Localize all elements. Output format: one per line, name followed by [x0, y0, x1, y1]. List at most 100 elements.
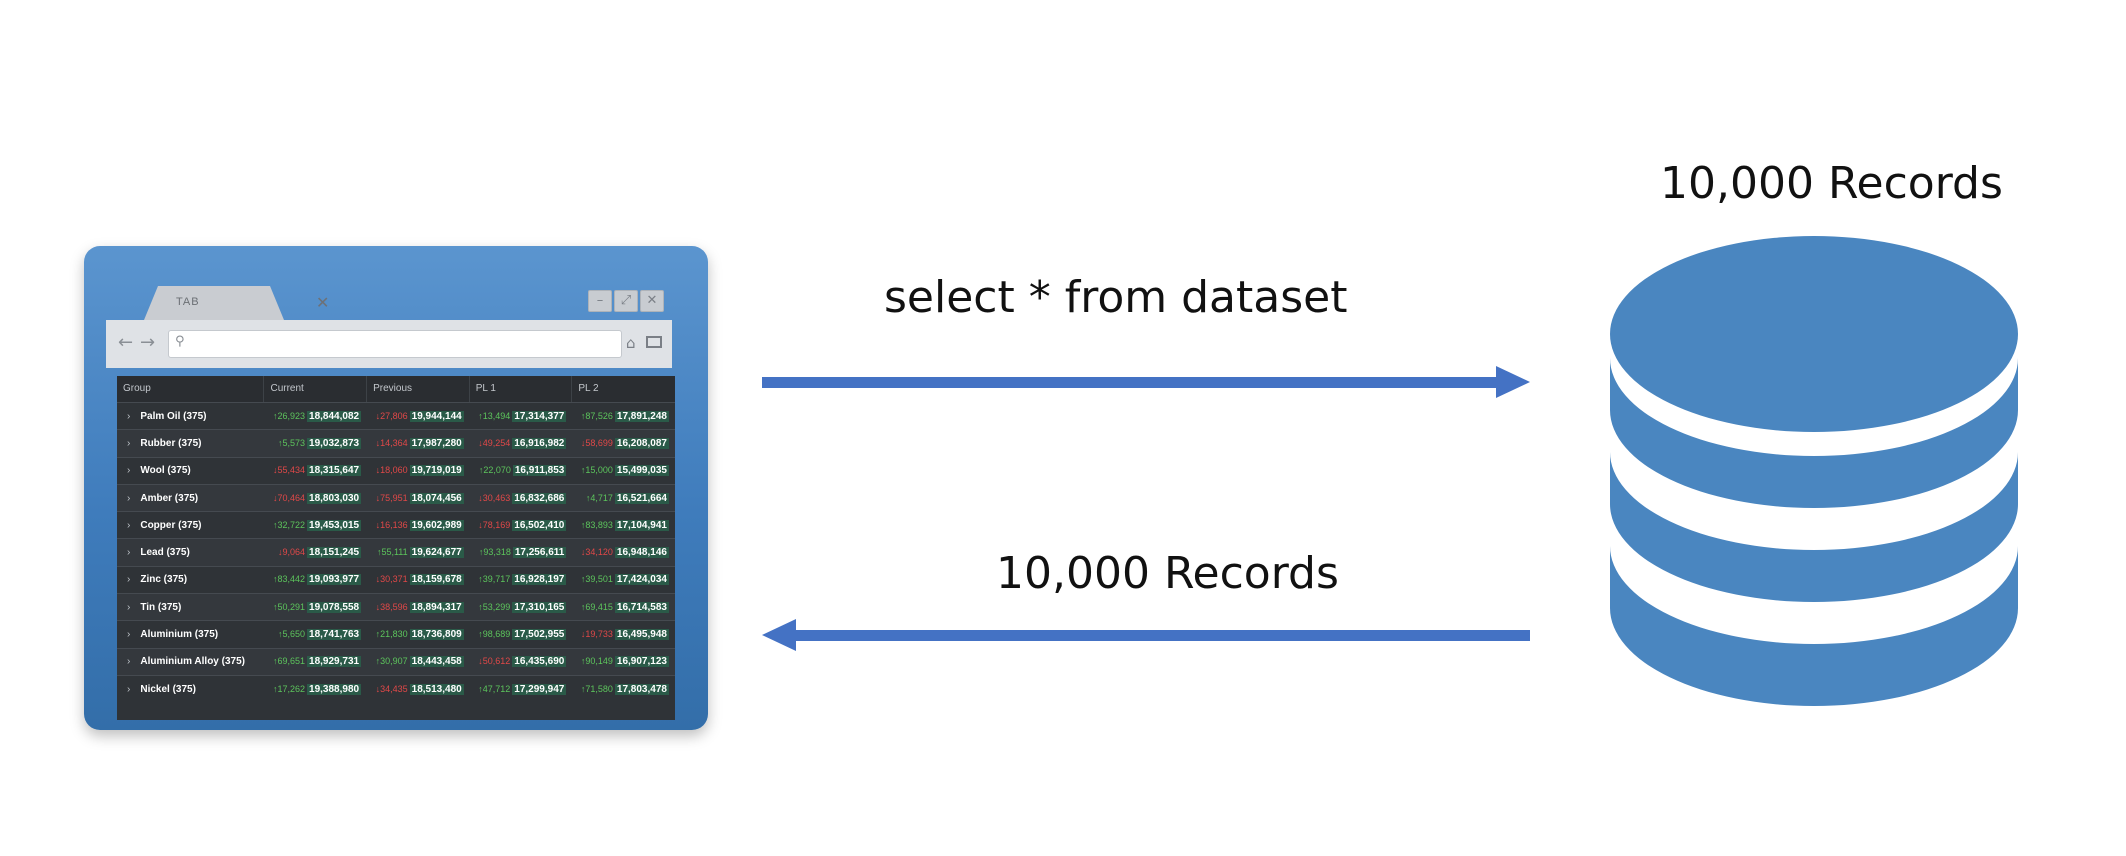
arrow-up-icon: ↑: [580, 601, 586, 612]
cell-value: 16,916,982: [512, 437, 567, 449]
delta-value: 55,434: [277, 465, 306, 476]
delta-value: 50,612: [482, 656, 511, 667]
cell-value: 17,424,034: [614, 574, 669, 586]
cell-value: 18,803,030: [307, 492, 362, 504]
delta-value: 69,415: [585, 601, 613, 612]
delta-down: ↓9,064: [278, 547, 305, 557]
chevron-right-icon: ›: [127, 437, 131, 449]
arrow-right-icon: [762, 366, 1530, 398]
arrow-up-icon: ↑: [478, 465, 484, 476]
cell-value: 19,032,873: [307, 437, 362, 449]
response-label: 10,000 Records: [996, 548, 1339, 599]
arrow-up-icon: ↑: [580, 683, 586, 694]
arrow-up-icon: ↑: [273, 656, 278, 667]
delta-value: 30,463: [482, 492, 511, 503]
arrow-down-icon: ↓: [478, 437, 483, 448]
cell-value: 18,929,731: [307, 656, 362, 668]
arrow-up-icon: ↑: [580, 574, 586, 585]
delta-value: 34,435: [380, 683, 408, 694]
delta-up: ↑5,573: [278, 438, 305, 448]
cell-value: 16,907,123: [614, 656, 669, 668]
delta-up: ↑87,526: [581, 411, 613, 421]
maximize-icon: ⤢: [614, 290, 638, 312]
arrow-down-icon: ↓: [273, 492, 278, 503]
group-label: Lead (375): [140, 547, 190, 559]
delta-value: 27,806: [380, 410, 408, 421]
delta-value: 4,717: [590, 492, 613, 503]
delta-value: 30,371: [380, 574, 408, 585]
delta-value: 38,596: [380, 601, 408, 612]
arrow-up-icon: ↑: [478, 629, 483, 640]
chevron-right-icon: ›: [127, 629, 131, 641]
database-label: 10,000 Records: [1660, 158, 2003, 209]
back-arrow-icon: ←: [118, 332, 134, 353]
address-bar: ⚲: [168, 330, 622, 358]
cell-value: 18,159,678: [409, 574, 464, 586]
cell-value: 19,602,989: [409, 519, 464, 531]
group-cell: › Lead (375): [117, 547, 264, 558]
cell-value: 17,299,947: [512, 683, 567, 695]
delta-value: 78,169: [482, 519, 511, 530]
arrow-down-icon: ↓: [375, 437, 381, 448]
delta-value: 90,149: [585, 656, 613, 667]
arrow-down-icon: ↓: [580, 547, 586, 558]
group-cell: ›Palm Oil (375): [117, 411, 264, 422]
delta-up: ↑39,717: [478, 574, 510, 584]
delta-down: ↓16,136: [376, 520, 408, 530]
cell-value: 15,499,035: [614, 465, 669, 477]
delta-value: 58,699: [585, 437, 613, 448]
browser-toolbar: ← → ⚲ ⌂: [106, 320, 672, 368]
arrow-down-icon: ↓: [478, 519, 483, 530]
delta-value: 17,262: [277, 683, 306, 694]
cell-value: 18,736,809: [409, 629, 464, 641]
delta-up: ↑30,907: [376, 656, 408, 666]
search-icon: ⚲: [175, 334, 185, 349]
tab-close-icon: ✕: [316, 293, 330, 312]
delta-value: 26,923: [277, 410, 306, 421]
home-icon: ⌂: [626, 334, 636, 352]
cell-value: 18,894,317: [409, 601, 464, 613]
delta-value: 18,060: [380, 465, 408, 476]
cell-value: 18,443,458: [409, 656, 464, 668]
group-label: Aluminium (375): [140, 629, 219, 641]
cell-value: 16,832,686: [512, 492, 567, 504]
cell-value: 16,502,410: [512, 519, 567, 531]
delta-value: 53,299: [482, 601, 511, 612]
delta-down: ↓75,951: [376, 493, 408, 503]
group-label: Rubber (375): [140, 437, 202, 449]
delta-value: 83,442: [277, 574, 306, 585]
arrow-up-icon: ↑: [580, 410, 586, 421]
delta-up: ↑98,689: [478, 629, 510, 639]
delta-up: ↑93,318: [479, 547, 511, 557]
grid-header-row: Group Current Previous PL 1 PL 2: [117, 376, 675, 402]
delta-value: 15,000: [585, 465, 613, 476]
delta-value: 21,830: [380, 629, 408, 640]
column-header-pl1: PL 1: [470, 376, 573, 402]
group-label: Copper (375): [140, 519, 202, 531]
delta-value: 50,291: [277, 601, 306, 612]
chevron-right-icon: ›: [127, 547, 131, 559]
delta-down: ↓30,371: [376, 574, 408, 584]
delta-down: ↓38,596: [376, 602, 408, 612]
delta-up: ↑5,650: [278, 629, 305, 639]
delta-up: ↑39,501: [581, 574, 613, 584]
